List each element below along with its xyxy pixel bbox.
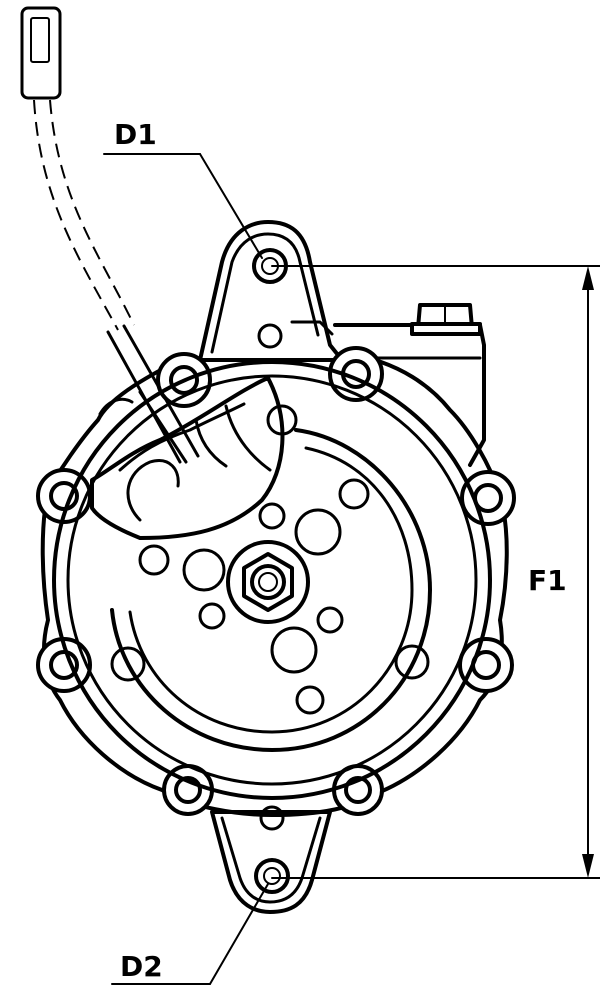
center-hub-nut xyxy=(226,540,310,624)
dimension-lines xyxy=(103,153,600,985)
bottom-mounting-ear xyxy=(210,805,332,914)
d1-label: D1 xyxy=(114,118,157,151)
housing-outline xyxy=(40,354,509,817)
f1-arrow-bottom xyxy=(582,854,594,878)
top-mounting-ear xyxy=(198,220,344,362)
clutch-pulley xyxy=(52,360,492,800)
d2-leader xyxy=(209,883,269,985)
d1-leader xyxy=(199,153,263,259)
cutaway-detail xyxy=(90,376,298,540)
boss-right-lower xyxy=(458,637,514,693)
f1-arrow-top xyxy=(582,266,594,290)
boss-right-upper xyxy=(460,470,516,526)
d2-label: D2 xyxy=(120,950,163,983)
d2-mounting-hole xyxy=(254,858,290,894)
f1-label: F1 xyxy=(528,564,567,597)
clutch-front-plate xyxy=(110,478,430,715)
